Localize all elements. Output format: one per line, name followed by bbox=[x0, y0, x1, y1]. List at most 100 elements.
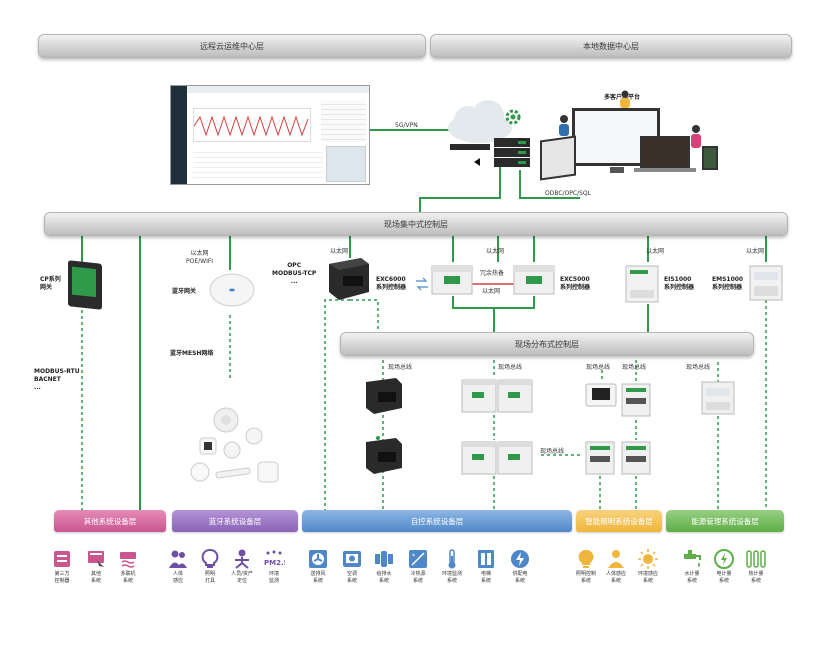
multi-client-label: 多客户端平台 bbox=[604, 94, 641, 101]
heat-meter-icon: 热计量 系统 bbox=[739, 548, 773, 584]
third-party-controller-icon-glyph bbox=[54, 551, 70, 567]
exc5000-io-modules bbox=[461, 379, 533, 413]
eis1000-controller-device bbox=[625, 265, 659, 303]
icon-caption: 人体感应 系统 bbox=[605, 571, 626, 584]
redundant-hot-standby-label: 冗余热备 bbox=[480, 270, 505, 277]
light-control-icon-glyph bbox=[578, 549, 594, 568]
dashboard-sidepanel bbox=[321, 100, 366, 142]
icon-caption: 电梯 系统 bbox=[480, 571, 491, 584]
fieldbus-label: 现场总线 bbox=[498, 364, 523, 371]
environment-monitor-icon: PM2.5 环境 监测 bbox=[257, 548, 291, 584]
exc6000-controller-device bbox=[329, 258, 369, 300]
dashboard-topbar bbox=[187, 86, 369, 93]
dashboard-sidebar bbox=[171, 86, 187, 184]
local-data-layer-bar: 本地数据中心层 bbox=[430, 34, 792, 58]
svg-text:*: * bbox=[412, 553, 415, 560]
asset-location-icon-glyph bbox=[235, 549, 249, 569]
exc6000-label: EXC6000 系列控制器 bbox=[376, 276, 407, 291]
thermometer-icon: 环境监测 系统 bbox=[435, 548, 469, 584]
icon-caption: 电计量 系统 bbox=[716, 571, 732, 584]
laptop-base bbox=[634, 168, 696, 172]
icon-caption: 其他 系统 bbox=[90, 571, 101, 584]
redundancy-arrow-icon bbox=[416, 277, 428, 291]
water-meter-icon-glyph bbox=[684, 550, 701, 567]
bt-gateway-label: 蓝牙网关 bbox=[172, 288, 197, 295]
cloud-dashboard-screen bbox=[170, 85, 370, 185]
system-tab-label: 能源管理系统设备层 bbox=[691, 516, 759, 526]
exc5000-controller-device bbox=[431, 265, 473, 295]
dashboard-chart bbox=[193, 108, 311, 142]
fieldbus-label: 现场总线 bbox=[388, 364, 413, 371]
system-tab-lighting: 智能照明系统设备层 bbox=[576, 510, 662, 532]
heat-meter-icon-glyph bbox=[746, 550, 766, 568]
fieldbus-label: 现场总线 bbox=[686, 364, 711, 371]
human-detect-icon: 人体感应 系统 bbox=[599, 548, 633, 584]
phone-screen bbox=[702, 146, 718, 170]
central-control-layer-label: 现场集中式控制层 bbox=[384, 219, 448, 229]
icon-caption: 人体 感应 bbox=[172, 571, 183, 584]
multi-split-icon-glyph bbox=[120, 552, 136, 568]
ethernet-label: 以太网 bbox=[330, 248, 349, 255]
light-control-icon: 照明控制 系统 bbox=[569, 548, 603, 584]
central-control-layer-bar: 现场集中式控制层 bbox=[44, 212, 788, 236]
elevator-icon-glyph bbox=[478, 550, 494, 568]
asset-location-icon: 人员/资产 定位 bbox=[225, 548, 259, 584]
icon-caption: 多联机 系统 bbox=[120, 571, 136, 584]
cp-gateway-label: CP系列 网关 bbox=[40, 276, 61, 291]
icon-caption: 冷热源 系统 bbox=[410, 571, 426, 584]
modbus-rtu-label: MODBUS-RTU BACNET ... bbox=[34, 368, 80, 391]
distributed-control-layer-label: 现场分布式控制层 bbox=[515, 339, 579, 349]
vpn-link-label: 5G/VPN bbox=[395, 122, 418, 129]
third-party-controller-icon: 第三方 控制器 bbox=[45, 548, 79, 584]
system-tab-energy: 能源管理系统设备层 bbox=[666, 510, 784, 532]
fieldbus-label: 现场总线 bbox=[586, 364, 611, 371]
cp-gateway-device bbox=[68, 260, 102, 310]
ambient-sensor-icon-glyph bbox=[638, 549, 658, 569]
system-tab-other: 其他系统设备层 bbox=[54, 510, 166, 532]
icon-caption: 照明 灯具 bbox=[204, 571, 215, 584]
opc-modbus-label: OPC MODBUS-TCP ... bbox=[272, 262, 317, 285]
system-tab-automation: 自控系统设备层 bbox=[302, 510, 572, 532]
icon-caption: 热计量 系统 bbox=[748, 571, 764, 584]
svg-text:PM2.5: PM2.5 bbox=[264, 559, 285, 567]
cloud-icon bbox=[448, 100, 512, 143]
system-tab-label: 其他系统设备层 bbox=[83, 516, 137, 526]
bluetooth-gateway-device bbox=[209, 273, 255, 307]
user-avatar-icon bbox=[620, 90, 630, 108]
lighting-module-device bbox=[621, 441, 651, 475]
cooling-heat-icon-glyph: * bbox=[409, 550, 427, 568]
system-tab-label: 智能照明系统设备层 bbox=[585, 516, 653, 526]
icon-caption: 给排水 系统 bbox=[376, 571, 392, 584]
exc5000-controller-device bbox=[513, 265, 555, 295]
gear-icon bbox=[505, 109, 521, 125]
distributed-control-layer-bar: 现场分布式控制层 bbox=[340, 332, 754, 356]
dashboard-table bbox=[193, 148, 323, 182]
fieldbus-label: 现场总线 bbox=[622, 364, 647, 371]
remote-cloud-layer-bar: 远程云运维中心层 bbox=[38, 34, 426, 58]
laptop-screen bbox=[640, 136, 690, 168]
icon-caption: 照明控制 系统 bbox=[575, 571, 596, 584]
lighting-module-device bbox=[585, 441, 615, 475]
lighting-icon: 照明 灯具 bbox=[193, 548, 227, 584]
ventilation-icon: 送排风 系统 bbox=[301, 548, 335, 584]
other-system-icon-glyph bbox=[88, 551, 104, 567]
exc6000-io-device bbox=[366, 438, 402, 474]
exc5000-io-modules bbox=[461, 441, 533, 475]
user-avatar-icon bbox=[691, 125, 701, 148]
icon-caption: 送排风 系统 bbox=[310, 571, 326, 584]
ethernet-label: 以太网 bbox=[646, 248, 665, 255]
electric-meter-icon: 电计量 系统 bbox=[707, 548, 741, 584]
ambient-sensor-icon: 环境感应 系统 bbox=[631, 548, 665, 584]
local-data-layer-label: 本地数据中心层 bbox=[583, 41, 639, 51]
dashboard-map bbox=[326, 146, 366, 182]
water-supply-icon: 给排水 系统 bbox=[367, 548, 401, 584]
poe-wifi-label: 以太网 POE/WIFI bbox=[186, 250, 214, 265]
icon-caption: 环境 监测 bbox=[268, 571, 279, 584]
air-conditioner-icon: 空调 系统 bbox=[335, 548, 369, 584]
ethernet-label: 以太网 bbox=[482, 288, 501, 295]
exc6000-io-device bbox=[376, 436, 380, 440]
water-meter-icon: 水计量 系统 bbox=[675, 548, 709, 584]
monitor-stand bbox=[610, 167, 624, 173]
human-sensor-icon-glyph bbox=[169, 550, 187, 568]
